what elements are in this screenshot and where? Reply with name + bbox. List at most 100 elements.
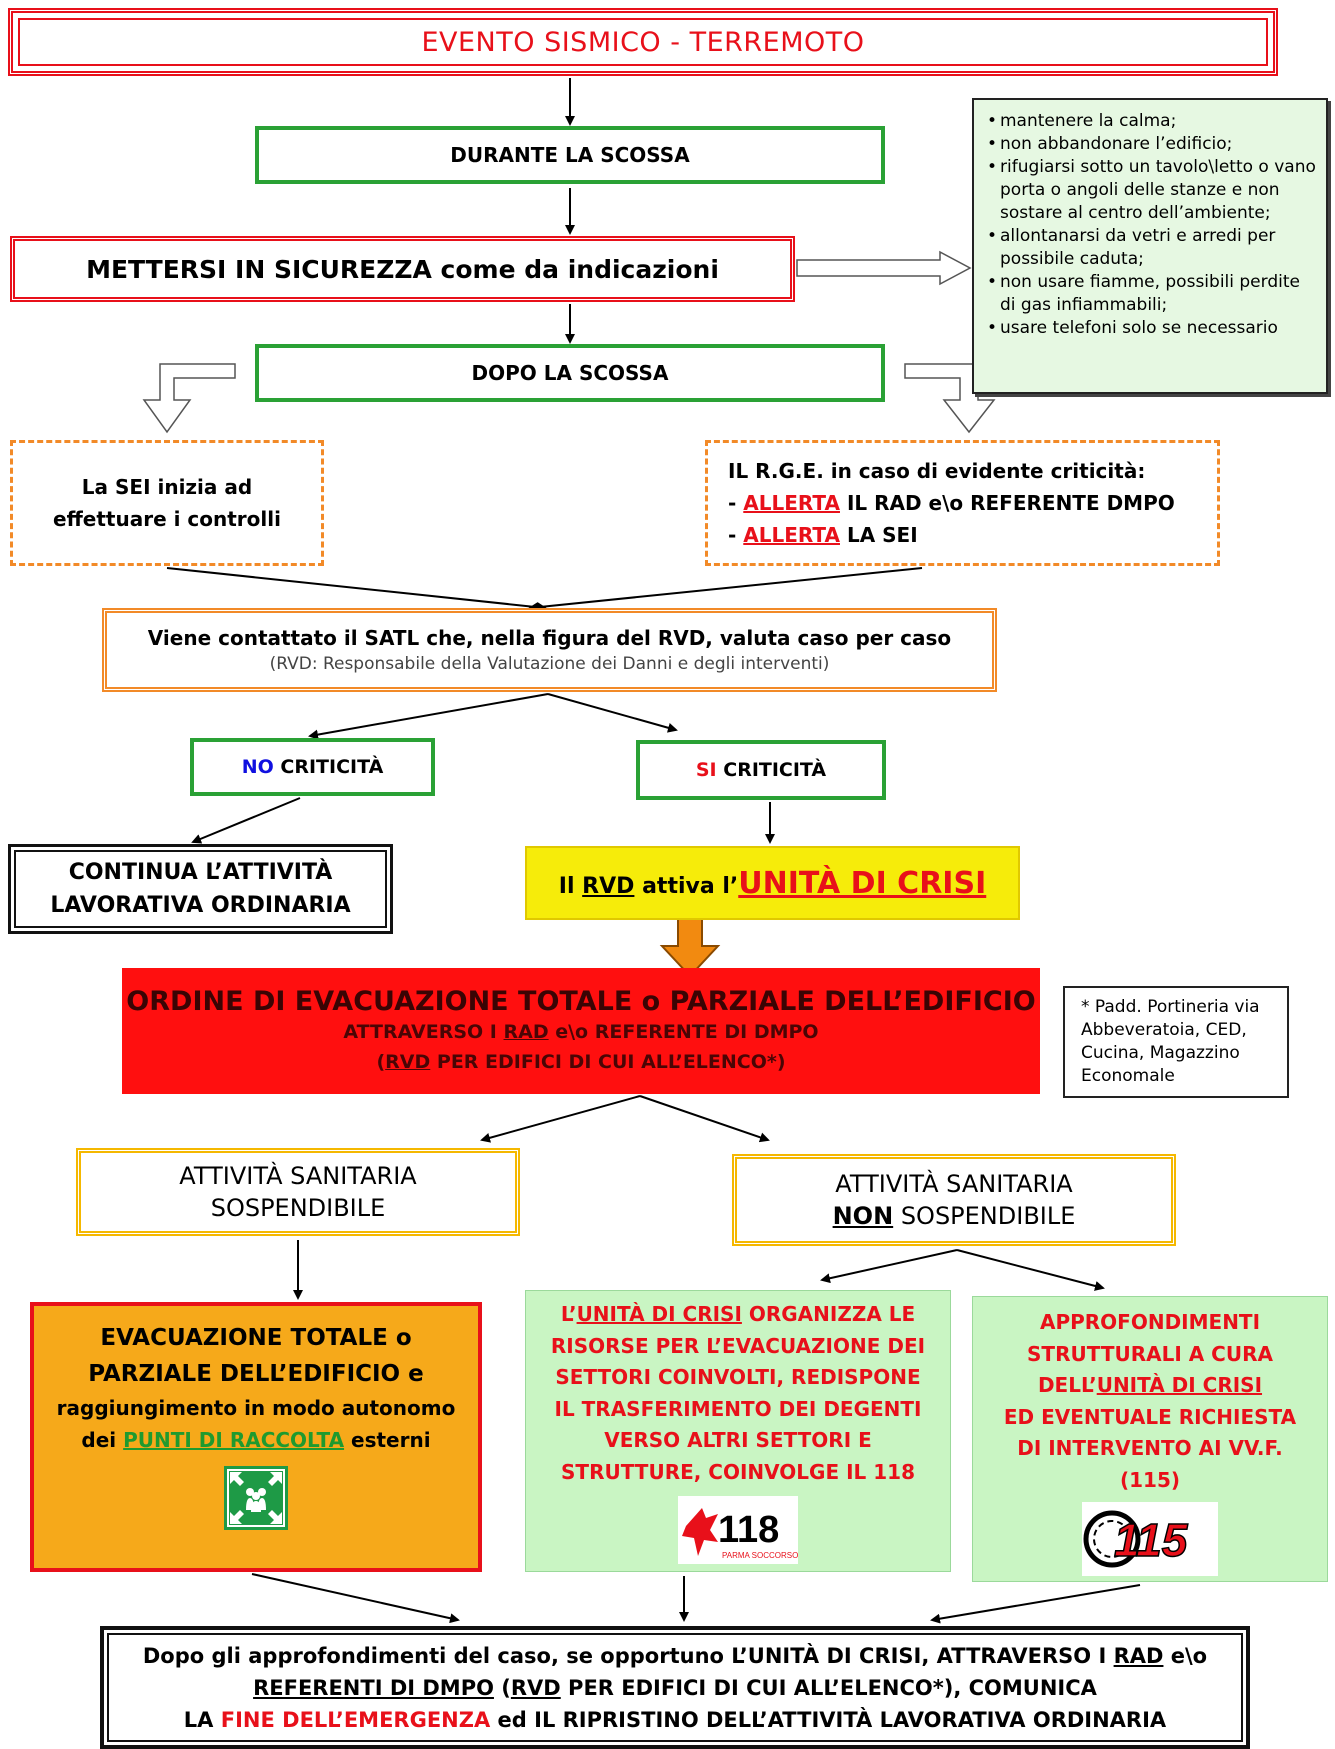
org-line-4: IL TRASFERIMENTO DEI DEGENTI [554,1396,922,1421]
rge-line-3-rest: LA SEI [846,523,918,547]
logo-118-icon: 118 PARMA SOCCORSO [678,1496,798,1564]
tip-item: non usare fiamme, possibili perdite di g… [987,271,1318,317]
tips-box: mantenere la calma; non abbandonare l’ed… [972,98,1328,394]
arrow-nonsosp-to-approf [956,1249,1105,1291]
si-word: CRITICITÀ [723,759,827,781]
sicurezza-label: METTERSI IN SICUREZZA come da indicazion… [86,254,719,284]
nonsosp-non: NON [832,1202,894,1230]
note-line: Cucina, Magazzino [1081,1043,1240,1063]
unita-il: Il [558,873,575,899]
approf-l3-a: DELL’ [1037,1373,1097,1397]
org-line-3: SETTORI COINVOLTI, REDISPONE [555,1365,921,1389]
si-prefix: SI [695,759,717,781]
evac-line-1: EVACUAZIONE TOTALE o [100,1325,412,1351]
unita-di-crisi-box: Il RVD attiva l’UNITÀ DI CRISI [525,846,1020,920]
si-criticita-box: SI CRITICITÀ [636,740,886,800]
ordine-l3-a: ( [376,1050,386,1073]
rge-box: IL R.G.E. in caso di evidente criticità:… [705,440,1220,566]
arrow-ordine-to-sosp [480,1095,641,1143]
tips-list: mantenere la calma; non abbandonare l’ed… [986,110,1318,340]
logo-118-caption: PARMA SOCCORSO [722,1551,798,1560]
ordine-rad: RAD [503,1020,549,1043]
hollow-arrow-to-sei [142,363,236,434]
continua-box: CONTINUA L’ATTIVITÀ LAVORATIVA ORDINARIA [8,844,393,934]
no-prefix: NO [241,756,274,778]
tip-item: mantenere la calma; [987,110,1318,133]
tip-item: non abbandonare l’edificio; [987,133,1318,156]
arrow-satl-to-no [308,693,549,740]
note-line: * Padd. Portineria via [1081,997,1260,1017]
org-l1-a: L’ [560,1302,577,1326]
approf-line-1: APPROFONDIMENTI [1039,1310,1261,1334]
arrow-evac-to-fine [251,1573,460,1624]
note-line: Abbeveratoia, CED, [1081,1020,1247,1040]
footnote-box: * Padd. Portineria via Abbeveratoia, CED… [1063,986,1289,1098]
durante-label: DURANTE LA SCOSSA [450,143,690,167]
sicurezza-box: METTERSI IN SICUREZZA come da indicazion… [10,236,795,302]
evac-l4-a: dei [81,1428,117,1452]
no-criticita-box: NO CRITICITÀ [190,738,435,796]
sei-line-2: effettuare i controlli [53,507,281,531]
logo-115-number: 115 [1114,1514,1189,1566]
tip-item: allontanarsi da vetri e arredi per possi… [987,225,1318,271]
sospendibile-box: ATTIVITÀ SANITARIA SOSPENDIBILE [76,1148,520,1236]
evac-line-3: raggiungimento in modo autonomo [56,1396,456,1420]
unita-rvd: RVD [582,873,635,899]
arrow-ordine-to-nonsosp [639,1095,770,1143]
evac-line-4: dei PUNTI DI RACCOLTA esterni [81,1424,430,1456]
sosp-line-2: SOSPENDIBILE [210,1194,386,1222]
sei-line-1: La SEI inizia ad [81,475,253,499]
rge-line-1: IL R.G.E. in caso di evidente criticità: [728,459,1146,483]
nonsosp-line-1: ATTIVITÀ SANITARIA [835,1170,1073,1198]
org-l1-b: ORGANIZZA LE [748,1302,916,1326]
ordine-line-1: ORDINE DI EVACUAZIONE TOTALE o PARZIALE … [126,985,1036,1017]
evacuazione-box: EVACUAZIONE TOTALE o PARZIALE DELL’EDIFI… [30,1302,482,1572]
satl-line-2: (RVD: Responsabile della Valutazione dei… [269,654,830,674]
logo-115-icon: 115 [1082,1502,1218,1576]
ordine-line-3: (RVD PER EDIFICI DI CUI ALL’ELENCO*) [376,1047,785,1077]
note-line: Economale [1081,1066,1175,1086]
page-title: EVENTO SISMICO - TERREMOTO [421,26,865,58]
ordine-l2-b: e\o REFERENTE DI DMPO [555,1020,819,1043]
no-criticita-label: NO CRITICITÀ [242,756,384,778]
fine-emergenza-box: Dopo gli approfondimenti del caso, se op… [100,1626,1250,1749]
durante-box: DURANTE LA SCOSSA [255,126,885,184]
approf-line-3: DELL’UNITÀ DI CRISI [1038,1370,1262,1402]
sosp-line-1: ATTIVITÀ SANITARIA [179,1162,417,1190]
fine-rad: RAD [1113,1643,1164,1668]
organizza-box: L’UNITÀ DI CRISI ORGANIZZA LE RISORSE PE… [525,1290,951,1572]
rge-dash: - [728,523,737,547]
si-criticita-label: SI CRITICITÀ [696,759,826,781]
fine-emergenza: FINE DELL’EMERGENZA [220,1707,491,1732]
sei-box: La SEI inizia ad effettuare i controlli [10,440,324,566]
approf-unita: UNITÀ DI CRISI [1096,1373,1263,1397]
tip-item: usare telefoni solo se necessario [987,317,1318,340]
org-line-6: STRUTTURE, COINVOLGE IL 118 [561,1459,915,1484]
fine-l1-a: Dopo gli approfondimenti del caso, se op… [142,1643,1107,1668]
arrow-nonsosp-to-organizza [820,1249,958,1284]
fine-l3-a: LA [183,1707,214,1732]
rge-allerta-2: ALLERTA [743,523,840,547]
rge-line-2: - ALLERTA IL RAD e\o REFERENTE DMPO [728,487,1175,519]
arrow-rge-to-satl [528,567,923,613]
ordine-line-2: ATTRAVERSO I RAD e\o REFERENTE DI DMPO [343,1017,818,1047]
approf-line-5: DI INTERVENTO AI VV.F. [1017,1436,1283,1460]
org-line-2: RISORSE PER L’EVACUAZIONE DEI [550,1333,926,1358]
fine-line-2: REFERENTI DI DMPO (RVD PER EDIFICI DI CU… [253,1672,1097,1704]
org-line-1: L’UNITÀ DI CRISI ORGANIZZA LE [561,1299,915,1331]
nonsosp-line-2: NON SOSPENDIBILE [833,1200,1076,1232]
fine-line-3: LA FINE DELL’EMERGENZA ed IL RIPRISTINO … [184,1704,1166,1736]
approf-line-4: ED EVENTUALE RICHIESTA [1003,1404,1297,1429]
fine-l2-a: ( [501,1675,511,1700]
org-line-5: VERSO ALTRI SETTORI E [604,1428,872,1452]
fine-l2-b: PER EDIFICI DI CUI ALL’ELENCO*), COMUNIC… [568,1675,1097,1700]
rge-line-2-rest: IL RAD e\o REFERENTE DMPO [846,491,1175,515]
no-word: CRITICITÀ [280,756,384,778]
ordine-l2-a: ATTRAVERSO I [343,1020,497,1043]
rge-line-3: - ALLERTA LA SEI [728,519,918,551]
unita-label: Il RVD attiva l’UNITÀ DI CRISI [559,866,986,901]
fine-referenti: REFERENTI DI DMPO [253,1675,494,1700]
orange-block-arrow [659,913,721,978]
approfondimenti-box: APPROFONDIMENTI STRUTTURALI A CURA DELL’… [972,1296,1328,1582]
org-unita: UNITÀ DI CRISI [576,1302,742,1326]
